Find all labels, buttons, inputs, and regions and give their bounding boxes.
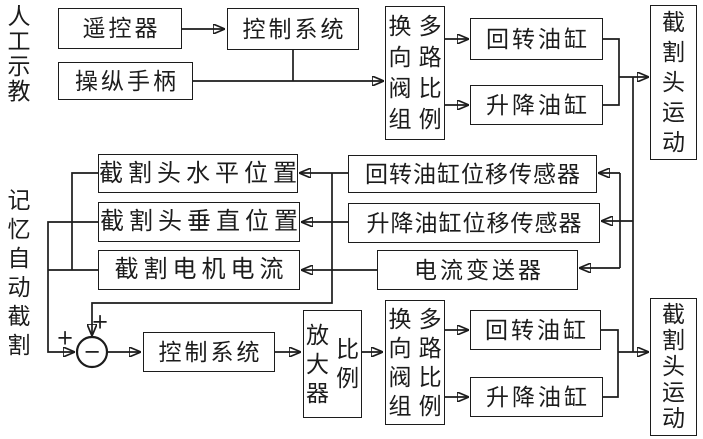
box-lift-displacement-sensor: 升降油缸位移传感器 [348,203,600,243]
box-lift-cylinder-bottom: 升降油缸 [470,377,603,417]
box-rotary-cylinder-top: 回转油缸 [470,18,603,60]
box-proportional-valve-bottom: 换向阀组 多路比例 [385,300,445,425]
label-manual-teaching: 人工示教 [7,4,31,104]
label-memory-auto-cut: 记忆自动截割 [7,188,31,358]
valve-top-col-right: 多路比例 [418,14,442,132]
box-head-motion-bottom: 截割头运动 [650,298,697,436]
amplifier-columns: 放大器 比例 [304,321,361,408]
box-current-transmitter: 电流变送器 [377,250,578,290]
line-rotary-top-out [603,38,620,77]
head-motion-bottom-text: 截割头运动 [662,302,685,431]
box-control-system-bottom: 控制系统 [143,332,275,372]
amplifier-col-right: 比例 [336,337,360,391]
box-head-vertical-position: 截割头垂直位置 [98,202,300,242]
summing-plus-left: + [56,325,74,350]
box-control-system-top: 控制系统 [227,8,359,50]
head-motion-top-text: 截割头运动 [662,9,685,155]
summing-plus-top: + [91,309,109,334]
box-head-horizontal-position: 截割头水平位置 [98,154,298,193]
box-proportional-amplifier: 放大器 比例 [303,310,362,418]
box-head-motion-top: 截割头运动 [650,5,697,160]
box-rotary-displacement-sensor: 回转油缸位移传感器 [348,155,597,193]
valve-bottom-col-left: 换向阀组 [388,306,412,419]
valve-bottom-columns: 换向阀组 多路比例 [386,305,443,421]
line-lift-top-out [603,77,620,106]
box-joystick: 操纵手柄 [58,62,193,100]
amplifier-col-left: 放大器 [305,322,329,406]
summing-minus: − [83,339,101,364]
box-rotary-cylinder-bottom: 回转油缸 [470,310,601,350]
line-rotary-bottom-out [601,329,619,352]
box-lift-cylinder-top: 升降油缸 [470,85,603,125]
box-cutting-motor-current: 截割电机电流 [98,250,300,290]
valve-bottom-col-right: 多路比例 [418,306,442,419]
valve-top-columns: 换向阀组 多路比例 [386,11,443,135]
box-remote-control: 遥控器 [58,8,182,49]
line-lift-bottom-out [603,352,619,398]
box-proportional-valve-top: 换向阀组 多路比例 [385,6,445,140]
valve-top-col-left: 换向阀组 [388,14,412,132]
